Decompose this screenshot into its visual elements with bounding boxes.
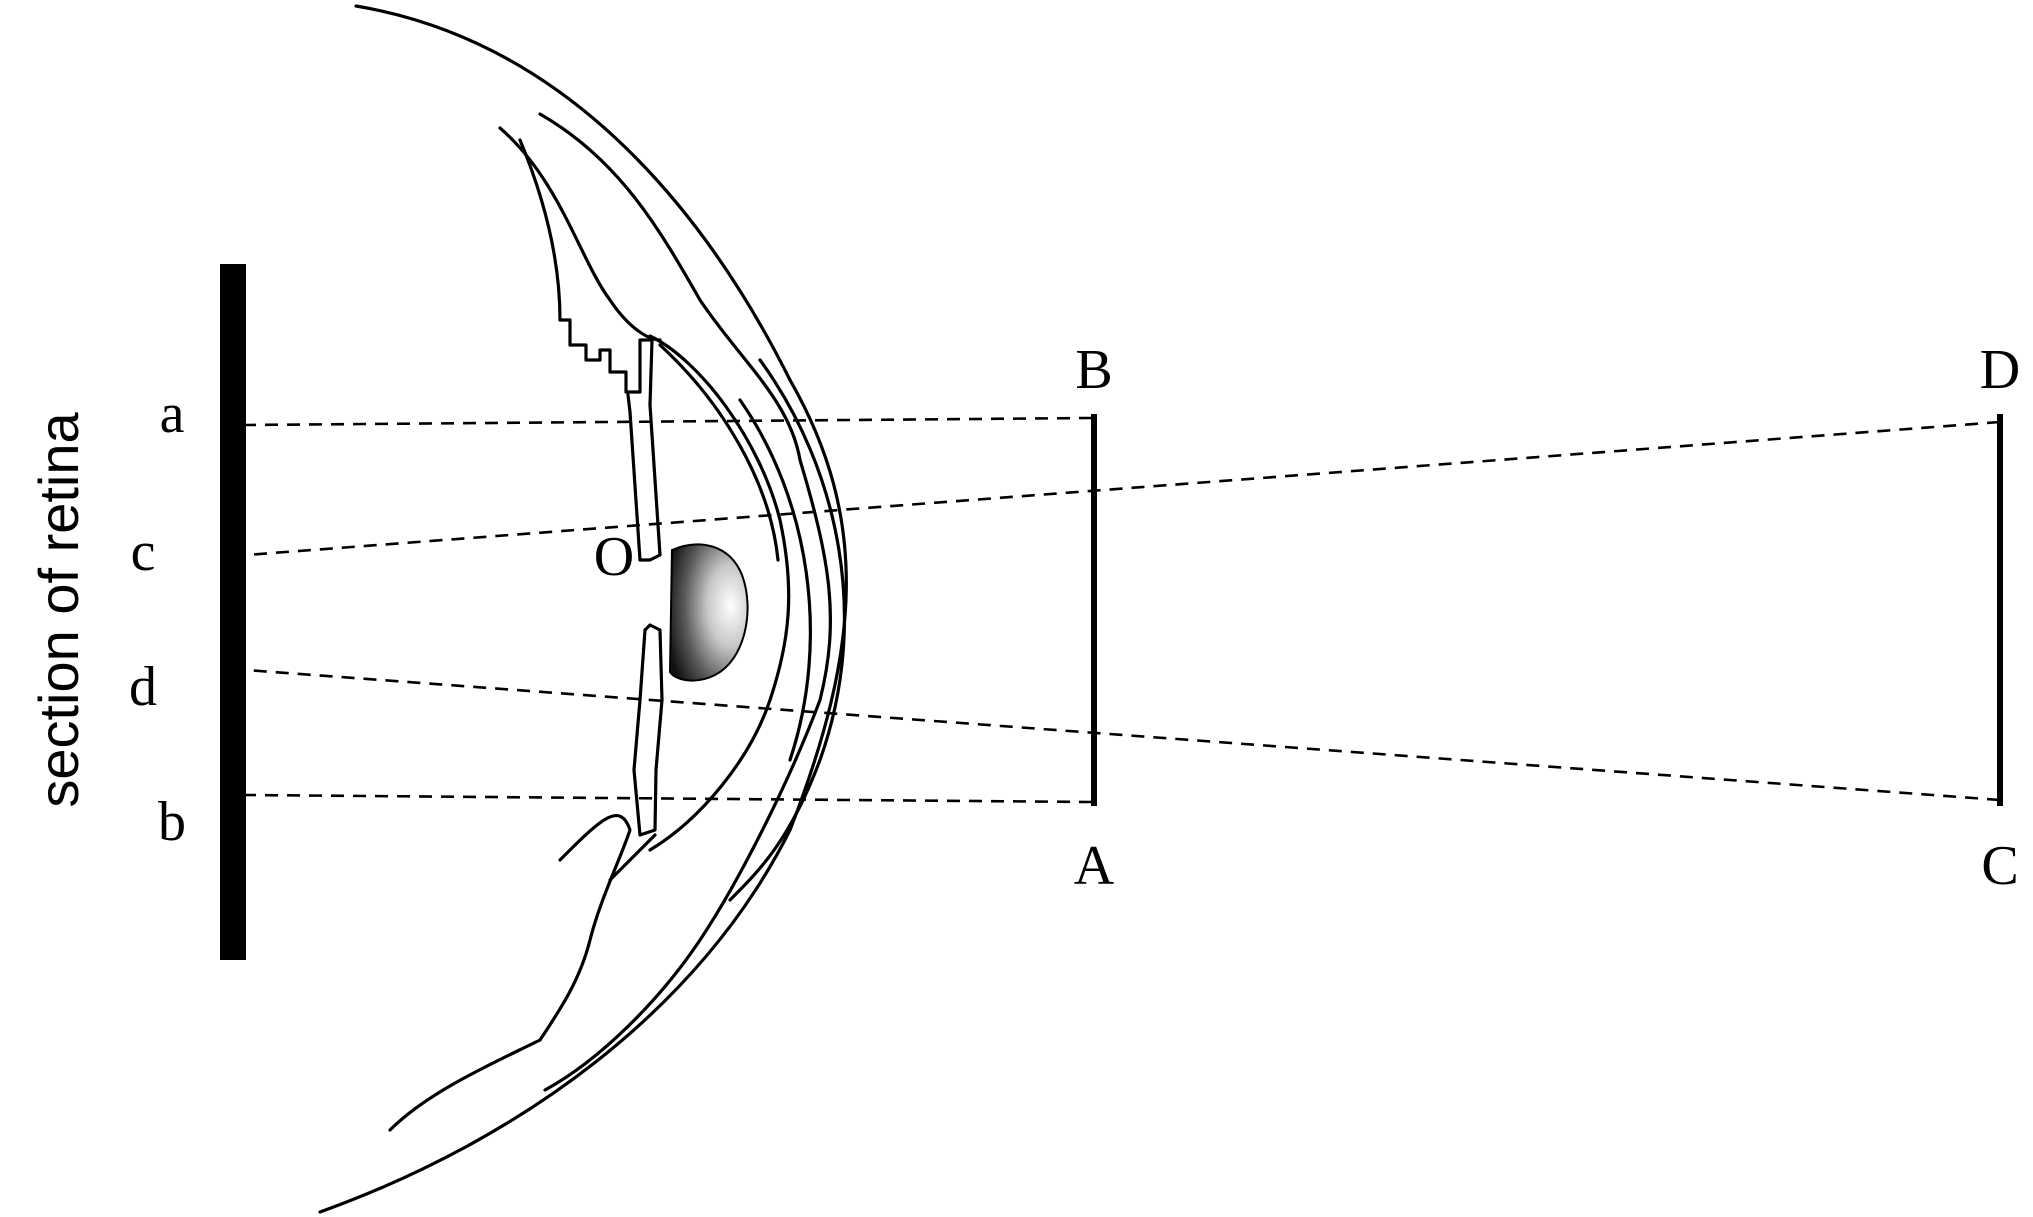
far-object-bottom-label: C — [1981, 835, 2018, 897]
ray-D-to-c — [245, 420, 2001, 557]
ray-A-to-b — [245, 793, 1093, 804]
near-object-top-label: B — [1075, 339, 1112, 401]
far-object-bar — [1997, 414, 2003, 806]
sclera-inner — [538, 112, 832, 1092]
ciliary-body-upper — [518, 138, 662, 562]
sclera-lower-line — [388, 1038, 542, 1132]
iris-band-upper-inner — [658, 343, 780, 562]
iris-band-lower — [608, 833, 657, 882]
lens — [668, 543, 749, 682]
near-object-bar — [1091, 414, 1097, 806]
ciliary-body-lower — [632, 623, 664, 837]
sclera-outer — [318, 4, 848, 1214]
retina-point-d: d — [129, 656, 157, 718]
cornea-outer — [728, 358, 847, 902]
choroid-lower — [538, 814, 632, 1042]
ray-B-to-a — [245, 416, 1093, 427]
retina-point-a: a — [160, 383, 185, 445]
retina-point-b: b — [158, 791, 186, 853]
iris-band-upper — [648, 334, 791, 852]
retina-caption: section of retina — [27, 411, 90, 807]
choroid-upper — [498, 126, 662, 342]
ray-C-to-d — [245, 668, 2001, 802]
optical-center-label: O — [594, 526, 634, 588]
retina-point-c: c — [131, 521, 156, 583]
far-object-top-label: D — [1980, 339, 2020, 401]
eye-outline — [318, 4, 848, 1214]
retina-bar — [220, 264, 246, 960]
near-object-bottom-label: A — [1074, 835, 1115, 897]
